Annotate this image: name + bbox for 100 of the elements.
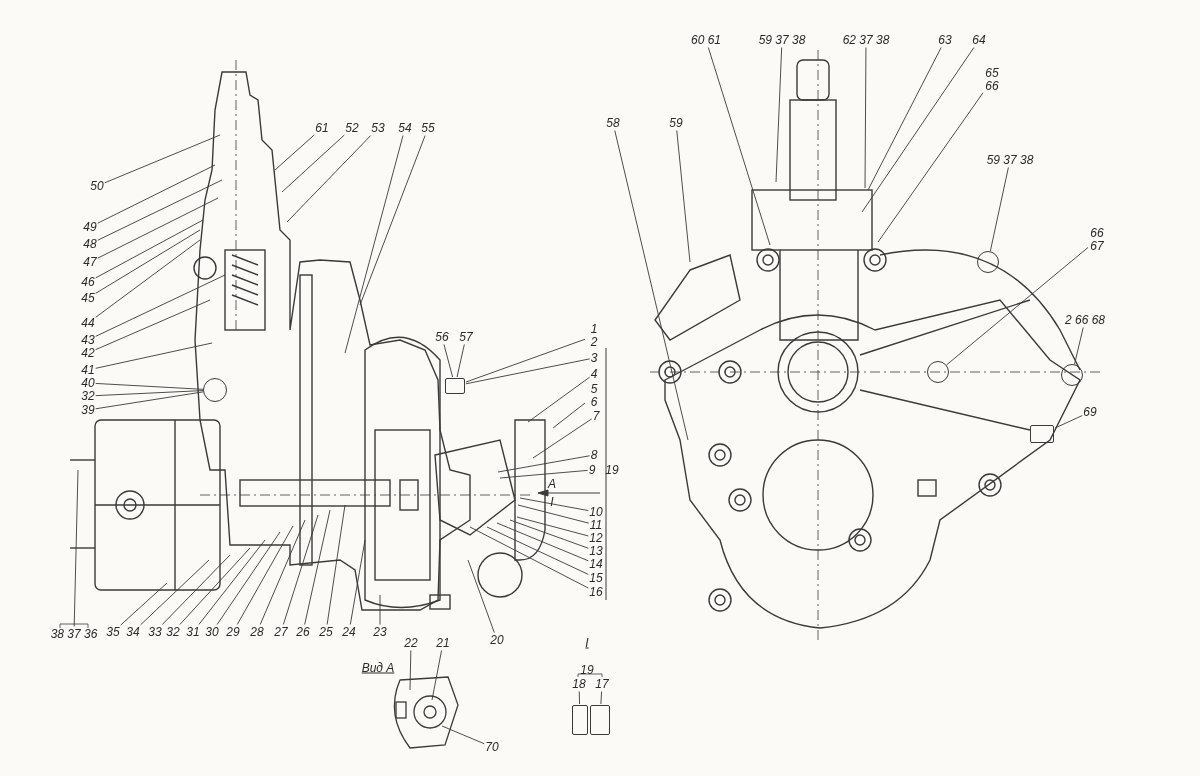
part-outline bbox=[590, 705, 610, 735]
leader-line bbox=[867, 47, 942, 191]
callout-number: 17 bbox=[595, 677, 609, 691]
callout-number: 56 bbox=[435, 330, 449, 344]
callout-number: 50 bbox=[90, 179, 104, 193]
callout-number: 18 bbox=[572, 677, 586, 691]
leader-line bbox=[274, 134, 315, 171]
leader-line bbox=[95, 229, 201, 294]
leader-line bbox=[516, 516, 589, 537]
callout-number: 7 bbox=[592, 409, 600, 423]
leader-line bbox=[676, 130, 691, 263]
callout-number: 4 bbox=[590, 367, 598, 381]
callout-number: 41 bbox=[81, 363, 95, 377]
callout-number: 70 bbox=[485, 740, 499, 754]
leader-line bbox=[326, 504, 346, 625]
label: I bbox=[550, 495, 554, 509]
callout-number: 16 bbox=[589, 585, 603, 599]
leader-line bbox=[946, 247, 1089, 366]
callout-number: 27 bbox=[274, 625, 288, 639]
callout-number: 66 67 bbox=[1089, 227, 1105, 253]
label: I bbox=[585, 636, 589, 650]
callout-number: 29 bbox=[226, 625, 240, 639]
leader-line bbox=[97, 179, 223, 241]
callout-number: 34 bbox=[126, 625, 140, 639]
callout-number: 53 bbox=[371, 121, 385, 135]
callout-number: 1 2 bbox=[586, 323, 602, 349]
leader-line bbox=[496, 522, 589, 562]
leader-line bbox=[578, 691, 580, 705]
leader-line bbox=[259, 519, 306, 625]
leader-line bbox=[497, 455, 591, 473]
leader-line bbox=[465, 338, 586, 383]
leader-line bbox=[861, 47, 975, 213]
leader-line bbox=[344, 135, 404, 354]
callout-number: 43 bbox=[81, 333, 95, 347]
leader-line bbox=[95, 390, 204, 397]
leader-line bbox=[775, 47, 783, 183]
callout-number: 11 bbox=[589, 518, 603, 532]
callout-number: 55 bbox=[421, 121, 435, 135]
callout-number: 26 bbox=[296, 625, 310, 639]
callout-number: 48 bbox=[83, 237, 97, 251]
callout-number: 63 bbox=[938, 33, 952, 47]
callout-number: 32 bbox=[81, 389, 95, 403]
leader-line bbox=[707, 47, 771, 246]
callout-number: 22 bbox=[404, 636, 418, 650]
callout-number: 20 bbox=[490, 633, 504, 647]
part-outline bbox=[445, 378, 465, 394]
leader-line bbox=[409, 650, 412, 691]
part-outline bbox=[1030, 425, 1054, 443]
leader-line bbox=[73, 469, 79, 627]
callout-number: 24 bbox=[342, 625, 356, 639]
callout-number: 5 6 bbox=[586, 383, 602, 409]
leader-line bbox=[216, 531, 281, 625]
leader-line bbox=[864, 47, 867, 189]
callout-number: 47 bbox=[83, 255, 97, 269]
callout-number: 10 bbox=[589, 505, 603, 519]
leader-line bbox=[499, 469, 589, 479]
label: 19 bbox=[580, 663, 594, 677]
callout-number: 30 bbox=[205, 625, 219, 639]
callout-number: 44 bbox=[81, 316, 95, 330]
leader-line bbox=[600, 691, 603, 705]
callout-number: 45 bbox=[81, 291, 95, 305]
callout-number: 32 bbox=[166, 625, 180, 639]
callout-number: 64 bbox=[972, 33, 986, 47]
callout-number: 21 bbox=[436, 636, 450, 650]
leader-line bbox=[198, 539, 266, 625]
callout-number: 57 bbox=[459, 330, 473, 344]
leader-line bbox=[95, 382, 204, 390]
callout-number: 61 bbox=[315, 121, 329, 135]
leader-line bbox=[179, 547, 251, 625]
leader-line bbox=[877, 92, 984, 243]
label: A bbox=[548, 477, 556, 491]
leader-line bbox=[236, 525, 294, 625]
callout-number: 2 66 68 bbox=[1065, 313, 1105, 327]
leader-line bbox=[532, 418, 593, 459]
callout-number: 60 61 bbox=[691, 33, 721, 47]
leader-line bbox=[465, 358, 591, 385]
callout-number: 42 bbox=[81, 346, 95, 360]
callout-number: 3 bbox=[590, 351, 598, 365]
leader-line bbox=[486, 526, 589, 575]
leader-line bbox=[467, 559, 495, 633]
callout-number: 15 bbox=[589, 571, 603, 585]
leader-line bbox=[379, 594, 381, 625]
leader-line bbox=[1074, 327, 1084, 365]
callout-number: 28 bbox=[250, 625, 264, 639]
leader-line bbox=[104, 134, 221, 184]
leader-line bbox=[286, 135, 372, 223]
leader-line bbox=[281, 134, 345, 193]
leader-line bbox=[441, 725, 485, 745]
part-outline bbox=[572, 705, 588, 735]
callout-number: 40 bbox=[81, 376, 95, 390]
leader-line bbox=[517, 504, 590, 524]
callout-number: 31 bbox=[186, 625, 200, 639]
callout-number: 65 66 bbox=[984, 67, 1000, 93]
leader-line bbox=[1054, 415, 1083, 429]
leader-line bbox=[431, 650, 442, 701]
callout-number: 14 bbox=[589, 557, 603, 571]
callout-number: 33 bbox=[148, 625, 162, 639]
leader-line bbox=[120, 582, 168, 626]
leader-line bbox=[527, 376, 591, 423]
leader-line bbox=[140, 559, 210, 626]
